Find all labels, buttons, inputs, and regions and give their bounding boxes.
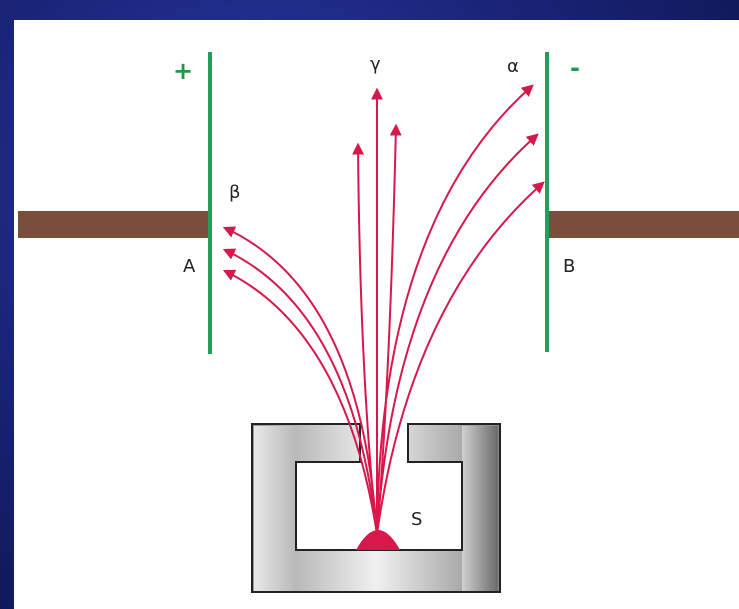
plate-a-label: A bbox=[183, 256, 196, 277]
gamma-label: γ bbox=[370, 54, 381, 75]
beta-ray bbox=[222, 226, 378, 535]
source-label: S bbox=[411, 509, 422, 530]
alpha-ray bbox=[376, 181, 545, 535]
right-bar bbox=[548, 211, 739, 238]
rays bbox=[222, 84, 545, 535]
lead-container bbox=[251, 423, 501, 593]
beta-ray bbox=[222, 248, 378, 535]
minus-sign: - bbox=[570, 54, 580, 82]
alpha-label: α bbox=[507, 56, 519, 77]
beta-label: β bbox=[229, 182, 241, 203]
left-bar bbox=[18, 211, 210, 238]
plate-b-label: B bbox=[563, 256, 575, 277]
beta-ray bbox=[222, 269, 378, 535]
radioactive-source bbox=[356, 530, 400, 550]
alpha-ray bbox=[376, 133, 539, 535]
plus-sign: + bbox=[173, 57, 193, 85]
alpha-ray bbox=[376, 84, 534, 535]
